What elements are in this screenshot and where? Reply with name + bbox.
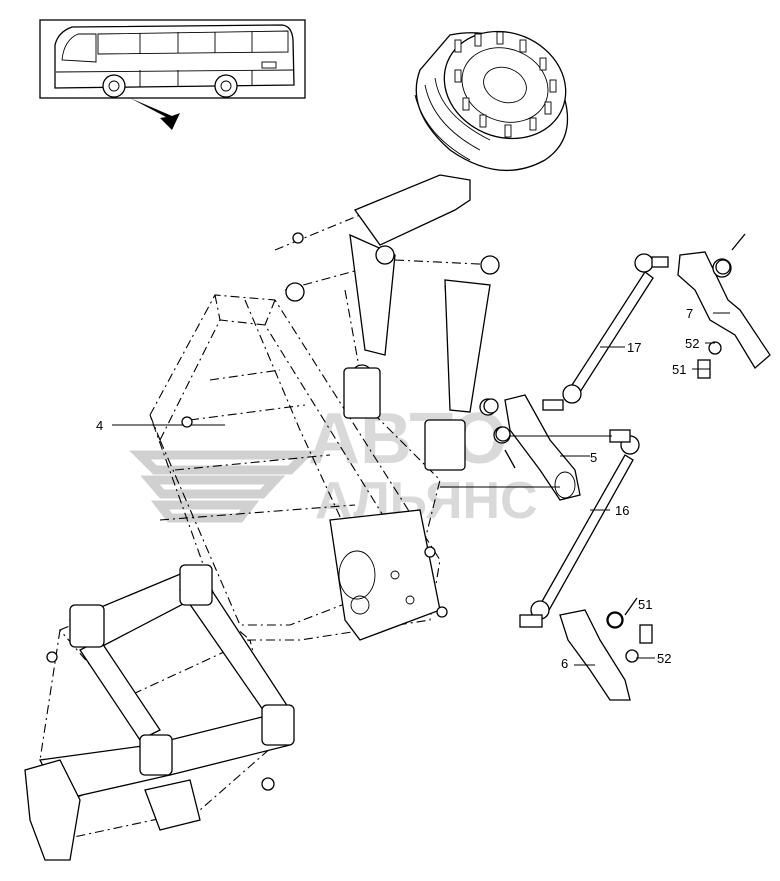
callout-6: 6 (561, 656, 568, 671)
lever-6 (559, 597, 653, 701)
link-rod-17 (542, 253, 669, 411)
callout-7: 7 (686, 306, 693, 321)
link-rod-16 (519, 429, 640, 628)
watermark: АВТО АЛЬЯНС (129, 399, 538, 530)
mounting-bracket (329, 509, 441, 641)
lower-links (24, 564, 295, 861)
callout-5: 5 (590, 450, 597, 465)
callout-4: 4 (96, 418, 103, 433)
callout-52-lower: 52 (657, 651, 671, 666)
callout-labels: 4 17 7 52 51 5 16 51 6 52 (96, 306, 699, 671)
upper-links (285, 174, 500, 471)
callout-17: 17 (627, 340, 641, 355)
brake-drum-hub (414, 30, 569, 171)
view-direction-arrow-icon (130, 98, 180, 130)
callout-16: 16 (615, 503, 629, 518)
callout-51-upper: 51 (672, 362, 686, 377)
callout-52-upper: 52 (685, 336, 699, 351)
fasteners (46, 232, 731, 791)
watermark-line1: АВТО (308, 399, 507, 479)
callout-51-lower: 51 (638, 597, 652, 612)
bus-icon (39, 19, 306, 99)
leader-lines (112, 312, 730, 666)
watermark-logo-icon (129, 450, 316, 523)
